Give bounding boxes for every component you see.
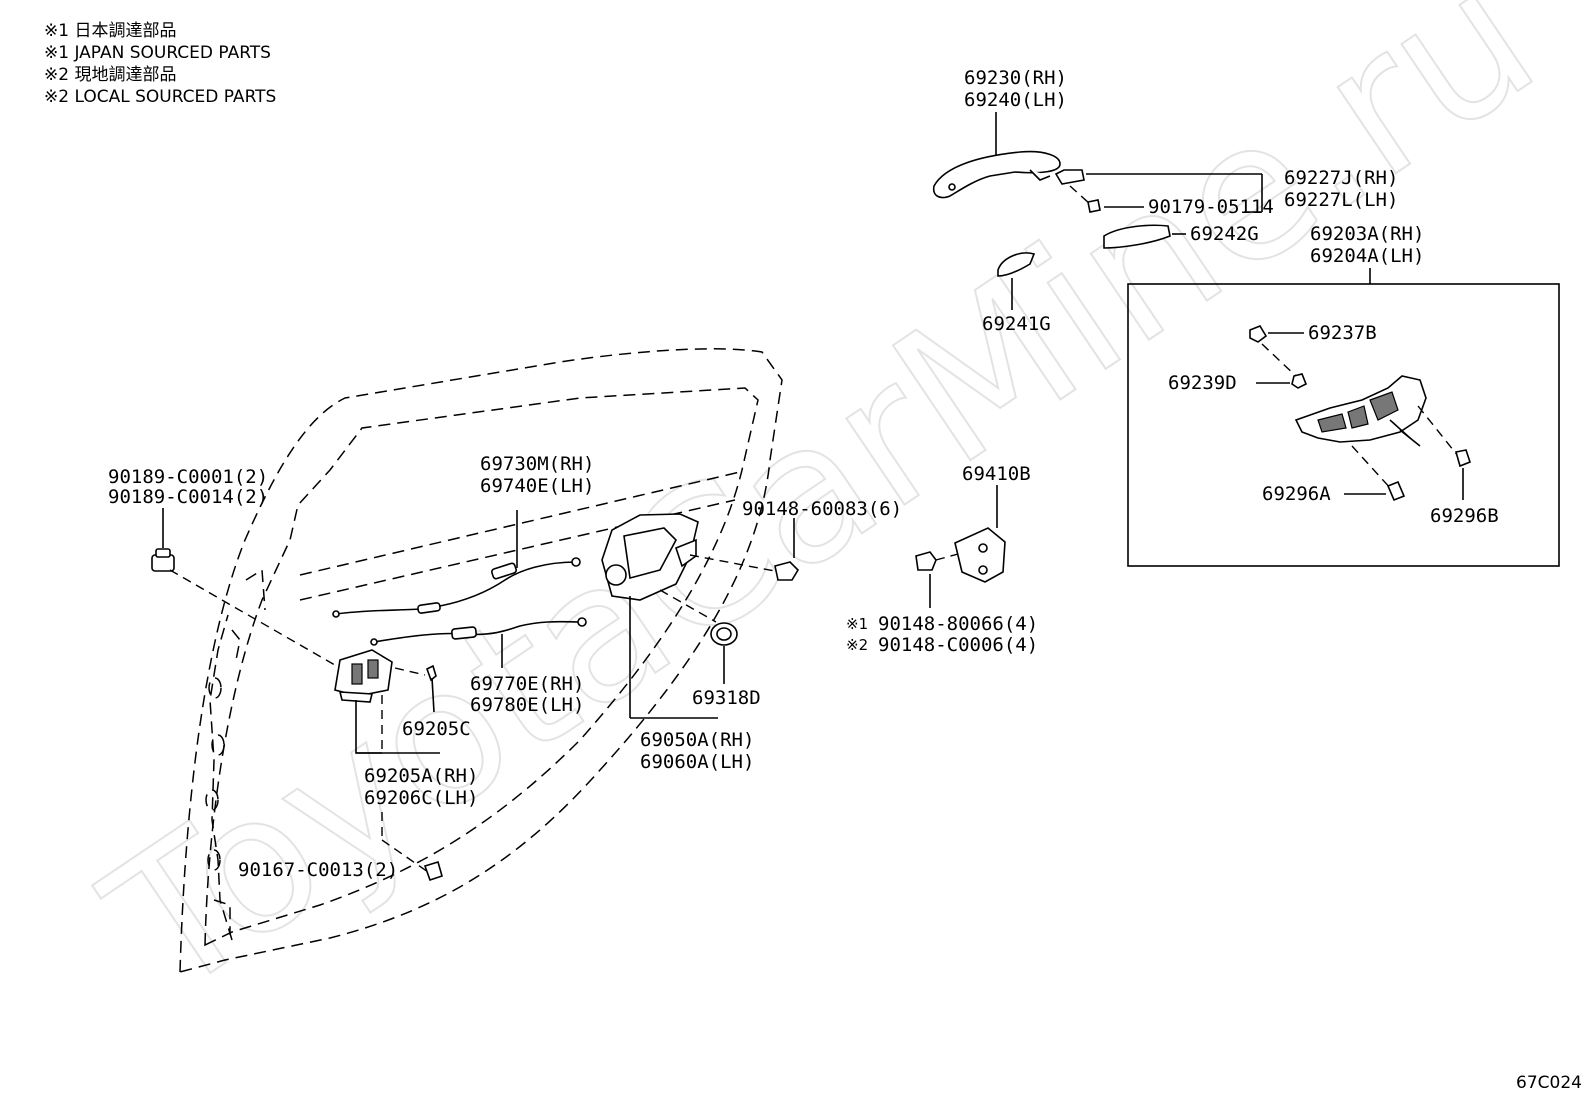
frame-assembly-box (1127, 283, 1560, 567)
outside-handle-69230 (932, 150, 1061, 199)
note-japan-jp: ※1 日本調達部品 (44, 21, 176, 41)
label-69205a: 69205A(RH) (364, 765, 478, 787)
label-90167: 90167-C0013(2) (238, 859, 398, 881)
bolt-90167 (423, 860, 443, 882)
label-69318d: 69318D (692, 687, 761, 709)
clip-90189 (151, 548, 175, 572)
label-69296a: 69296A (1262, 483, 1331, 505)
note-local-jp: ※2 現地調達部品 (44, 65, 176, 85)
label-69203a: 69203A(RH) (1310, 223, 1424, 245)
cap-69237b (1249, 325, 1268, 343)
lock-cable-69730m (332, 557, 581, 618)
mark-local: ※2 (846, 636, 868, 654)
handle-frame-69203a (1294, 375, 1427, 447)
bolt-69296b (1454, 449, 1471, 468)
label-90189-c0001: 90189-C0001(2) (108, 466, 268, 488)
inside-handle-69050a (601, 513, 699, 601)
reference-code: 67C024 (1516, 1073, 1582, 1093)
label-69780e: 69780E(LH) (470, 694, 584, 716)
screw-90148-60083 (774, 561, 800, 581)
label-69227l: 69227L(LH) (1284, 189, 1398, 211)
bushing-69318d (710, 622, 738, 646)
label-69205c: 69205C (402, 718, 471, 740)
label-69237b: 69237B (1308, 322, 1377, 344)
label-69242g: 69242G (1190, 223, 1259, 245)
screw-90148-80066 (915, 551, 937, 571)
label-69296b: 69296B (1430, 505, 1499, 527)
striker-69410b (954, 527, 1006, 583)
screw-69205c (426, 664, 437, 713)
bolt-69296a (1386, 480, 1406, 502)
label-69204a: 69204A(LH) (1310, 245, 1424, 267)
label-90148-60083: 90148-60083(6) (742, 498, 902, 520)
label-69730m: 69730M(RH) (480, 453, 594, 475)
door-lock-assembly (334, 649, 393, 703)
pad-69242g (1103, 224, 1171, 249)
label-90148-c0006: 90148-C0006(4) (878, 634, 1038, 656)
label-69239d: 69239D (1168, 372, 1237, 394)
label-69227j: 69227J(RH) (1284, 167, 1398, 189)
label-90179-05114: 90179-05114 (1148, 196, 1274, 218)
label-69770e: 69770E(RH) (470, 673, 584, 695)
note-local-en: ※2 LOCAL SOURCED PARTS (44, 87, 276, 107)
nut-69239d (1291, 373, 1308, 389)
label-69410b: 69410B (962, 463, 1031, 485)
label-69060a: 69060A(LH) (640, 751, 754, 773)
cap-69227j (1054, 169, 1085, 185)
screw-90179-05114 (1087, 199, 1101, 213)
lock-cable-69770e (370, 617, 587, 646)
note-japan-en: ※1 JAPAN SOURCED PARTS (44, 43, 271, 63)
mark-japan: ※1 (846, 615, 868, 633)
label-69240: 69240(LH) (964, 89, 1067, 111)
label-90189-c0014: 90189-C0014(2) (108, 486, 268, 508)
label-90148-80066: 90148-80066(4) (878, 613, 1038, 635)
label-69740e: 69740E(LH) (480, 475, 594, 497)
label-69050a: 69050A(RH) (640, 729, 754, 751)
label-69230: 69230(RH) (964, 67, 1067, 89)
label-69241g: 69241G (982, 313, 1051, 335)
label-69206c: 69206C(LH) (364, 787, 478, 809)
pad-69241g (997, 252, 1036, 277)
